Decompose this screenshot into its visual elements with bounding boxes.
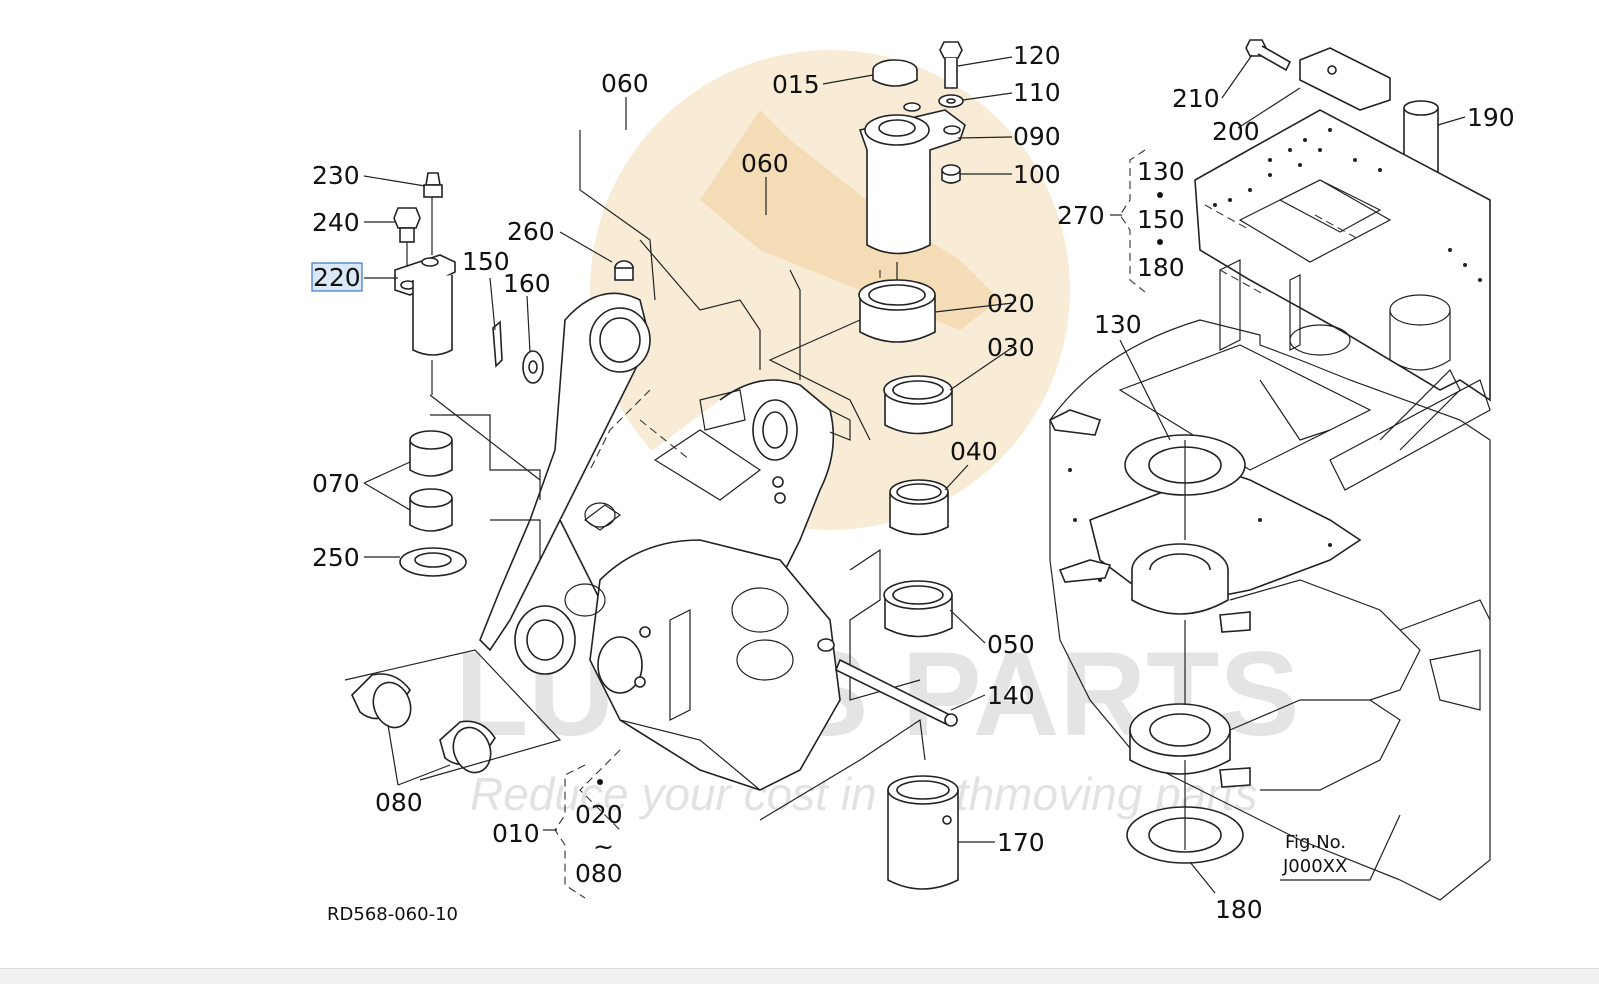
- label-020[interactable]: 020: [987, 289, 1035, 318]
- selected-part-highlight: [311, 262, 363, 292]
- figure-code: RD568-060-10: [327, 904, 458, 925]
- label-100[interactable]: 100: [1013, 160, 1061, 189]
- assembly-lines: [429, 130, 926, 831]
- label-250[interactable]: 250: [312, 543, 360, 572]
- upper-frame-right: [1194, 39, 1491, 402]
- bottom-scroll-strip: [0, 968, 1599, 984]
- label-270-item-180: 180: [1137, 253, 1185, 282]
- label-190[interactable]: 190: [1467, 103, 1515, 132]
- label-150[interactable]: 150: [462, 247, 510, 276]
- label-070[interactable]: 070: [312, 469, 360, 498]
- label-230[interactable]: 230: [312, 161, 360, 190]
- label-090[interactable]: 090: [1013, 122, 1061, 151]
- label-010[interactable]: 010: [492, 819, 540, 848]
- pin-assembly-left: [393, 172, 544, 395]
- swing-bracket: [479, 260, 851, 791]
- label-040[interactable]: 040: [950, 437, 998, 466]
- label-160[interactable]: 160: [503, 269, 551, 298]
- label-170[interactable]: 170: [997, 828, 1045, 857]
- label-010-range-to: 080: [575, 859, 623, 888]
- label-140[interactable]: 140: [987, 681, 1035, 710]
- swing-frame-right: [1048, 319, 1491, 901]
- label-200[interactable]: 200: [1212, 117, 1260, 146]
- callout-labels: 230 240 220 150 160 260 060 060 015 120 …: [312, 41, 1515, 925]
- bushings-left: [344, 430, 562, 781]
- label-270[interactable]: 270: [1057, 201, 1105, 230]
- label-010-range-tilde: ~: [593, 832, 614, 861]
- label-015[interactable]: 015: [772, 70, 820, 99]
- label-210[interactable]: 210: [1172, 84, 1220, 113]
- label-270-item-150: 150: [1137, 205, 1185, 234]
- watermark-logo-shape: [700, 110, 1000, 330]
- label-270-item-130: 130: [1137, 157, 1185, 186]
- label-110[interactable]: 110: [1013, 78, 1061, 107]
- label-240[interactable]: 240: [312, 208, 360, 237]
- label-030[interactable]: 030: [987, 333, 1035, 362]
- label-130[interactable]: 130: [1094, 310, 1142, 339]
- watermark-slogan: Reduce your cost in earthmoving parts: [470, 768, 1258, 820]
- label-180[interactable]: 180: [1215, 895, 1263, 924]
- center-stack: [834, 41, 966, 890]
- label-060-lower[interactable]: 060: [741, 149, 789, 178]
- label-260[interactable]: 260: [507, 217, 555, 246]
- label-220[interactable]: 220: [313, 263, 361, 292]
- label-050[interactable]: 050: [987, 630, 1035, 659]
- fig-no-value: J000XX: [1282, 856, 1347, 877]
- label-120[interactable]: 120: [1013, 41, 1061, 70]
- label-060-upper[interactable]: 060: [601, 69, 649, 98]
- fig-no-label: Fig.No.: [1285, 832, 1346, 853]
- label-080[interactable]: 080: [375, 788, 423, 817]
- leader-lines: [363, 54, 1466, 899]
- label-010-range-from: 020: [575, 800, 623, 829]
